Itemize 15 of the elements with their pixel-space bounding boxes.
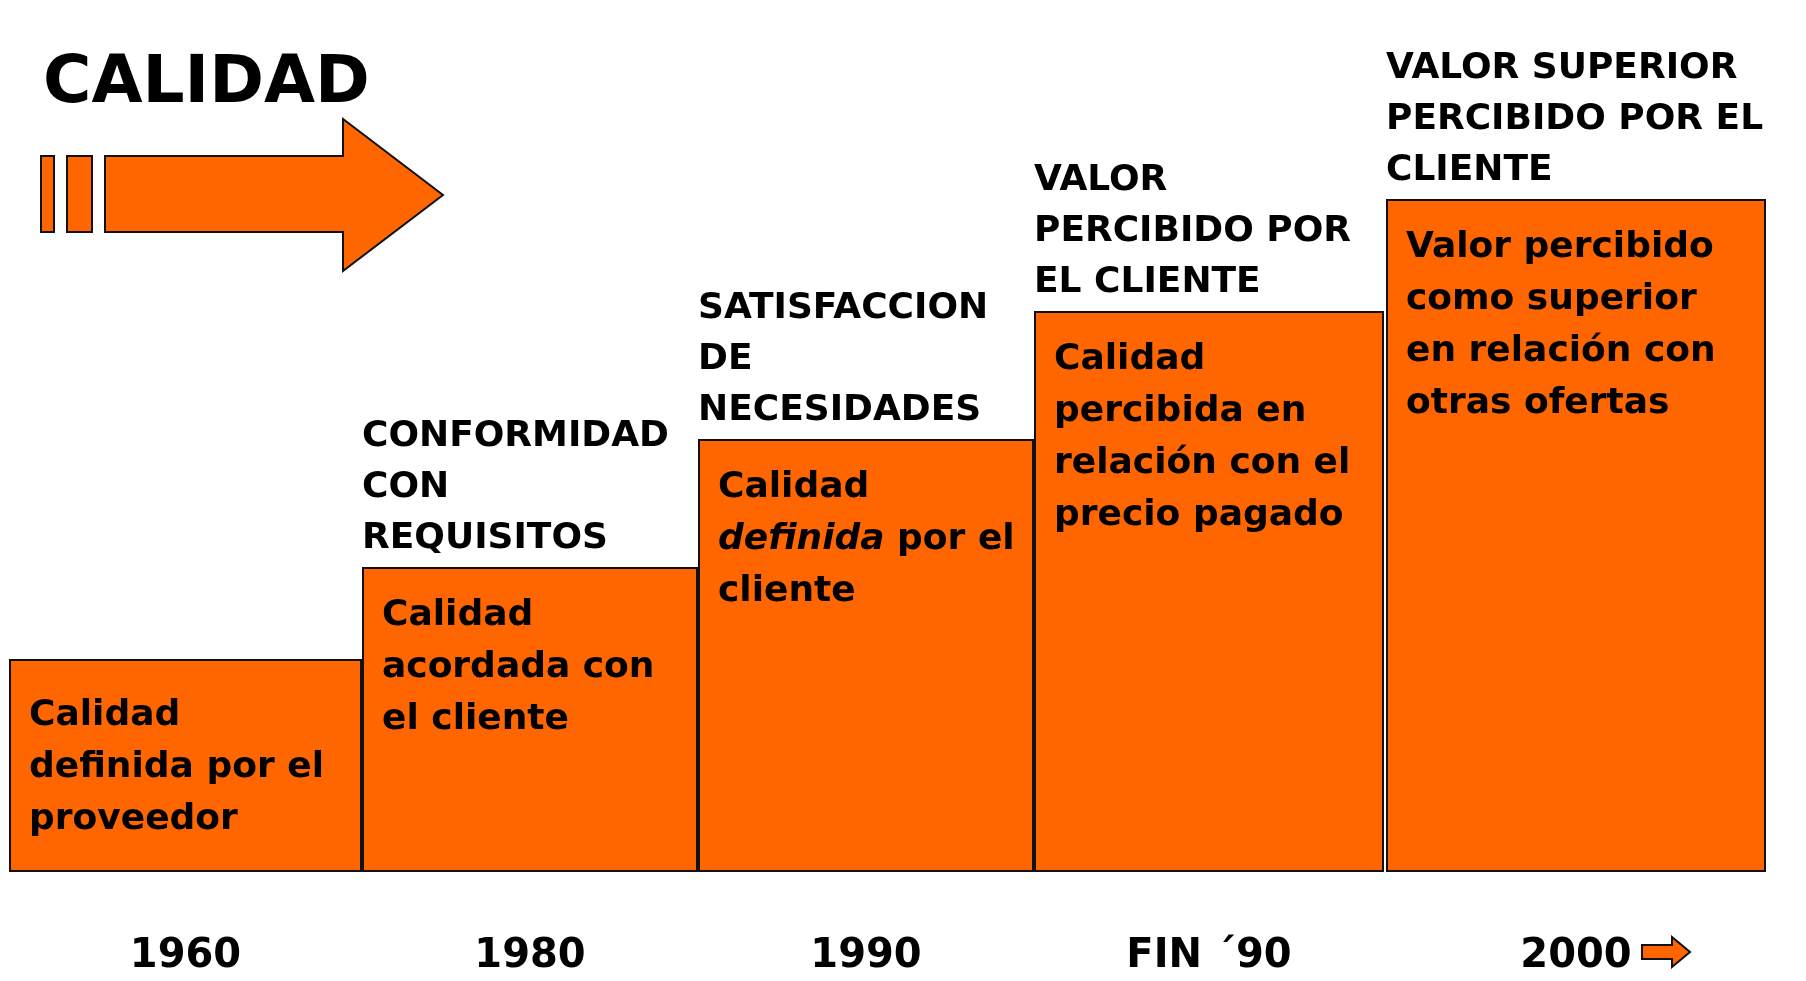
step-text: Calidad definida por el cliente (718, 463, 1016, 611)
step-heading: CONFORMIDAD CON REQUISITOS (362, 412, 670, 558)
year-label: 2000 (1520, 930, 1632, 976)
step-text: Calidad acordada con el cliente (382, 591, 656, 739)
step-heading: VALOR SUPERIOR PERCIBIDO POR EL CLIENTE (1386, 44, 1765, 190)
year-label: 1960 (129, 930, 242, 976)
year-label: 1980 (474, 930, 586, 976)
year-label: 1990 (810, 930, 922, 976)
step-text: Calidad definida por el proveedor (29, 691, 325, 839)
step-heading: VALOR PERCIBIDO POR EL CLIENTE (1034, 156, 1353, 302)
step-text: Valor percibido como superior en relación con otras ofertas (1406, 223, 1717, 423)
step-heading: SATISFACCION DE NECESIDADES (698, 284, 990, 430)
title: CALIDAD (43, 40, 370, 120)
year-label: FIN ´90 (1126, 930, 1292, 976)
step-text: Calidad percibida en relación con el precio pagado (1054, 335, 1352, 535)
